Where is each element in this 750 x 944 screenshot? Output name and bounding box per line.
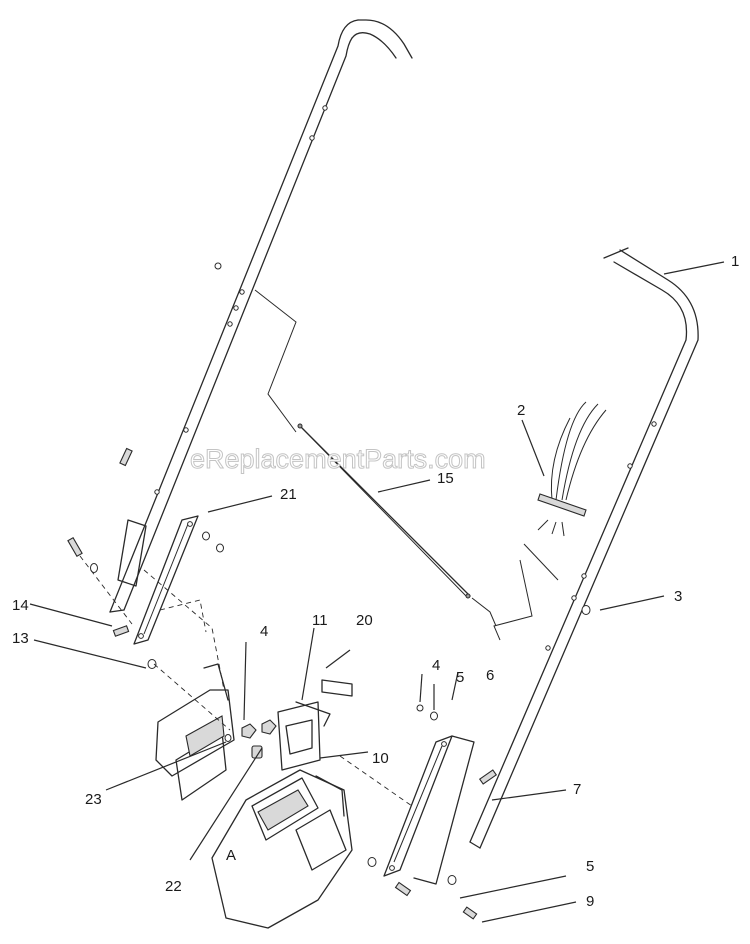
- callout-5-upper: 5: [456, 669, 464, 686]
- wire-harness: [537, 401, 607, 537]
- callout-23: 23: [85, 791, 102, 808]
- callout-13: 13: [12, 630, 29, 647]
- callout-4-right: 4: [432, 657, 440, 674]
- callout-11: 11: [312, 612, 328, 629]
- watermark-text: eReplacementParts.com: [190, 444, 486, 474]
- callout-20: 20: [356, 612, 373, 629]
- callout-2: 2: [517, 402, 525, 419]
- leader-lines: [29, 261, 725, 923]
- callout-3: 3: [674, 588, 682, 605]
- deck-marking-letter: A: [226, 847, 236, 864]
- callout-10: 10: [372, 750, 389, 767]
- center-deck-mount: A: [211, 769, 353, 929]
- callout-15: 15: [437, 470, 454, 487]
- callout-1: 1: [731, 253, 739, 270]
- callout-7: 7: [573, 781, 581, 798]
- callout-14: 14: [12, 597, 29, 614]
- callout-numbers: 1 2 3 4 4 5 5 6 7 9 10 11 13 14 15 20 21…: [12, 253, 739, 910]
- callout-22: 22: [165, 878, 182, 895]
- right-pivot-bracket: [383, 735, 475, 885]
- left-pivot-bracket: [133, 515, 199, 645]
- callout-6: 6: [486, 667, 494, 684]
- right-handle-tube: [469, 247, 699, 849]
- decal-label: [321, 679, 353, 697]
- callout-5-lower: 5: [586, 858, 594, 875]
- callout-21: 21: [280, 486, 297, 503]
- left-deck-mount: [155, 663, 235, 801]
- callout-9: 9: [586, 893, 594, 910]
- left-handle-tube: [109, 19, 413, 613]
- callout-4-left: 4: [260, 623, 268, 640]
- control-cable: [297, 423, 471, 599]
- callout-region-outlines: [254, 289, 559, 641]
- alignment-lines: [79, 555, 413, 807]
- hardware: [67, 262, 591, 920]
- cable-bracket: [277, 701, 331, 771]
